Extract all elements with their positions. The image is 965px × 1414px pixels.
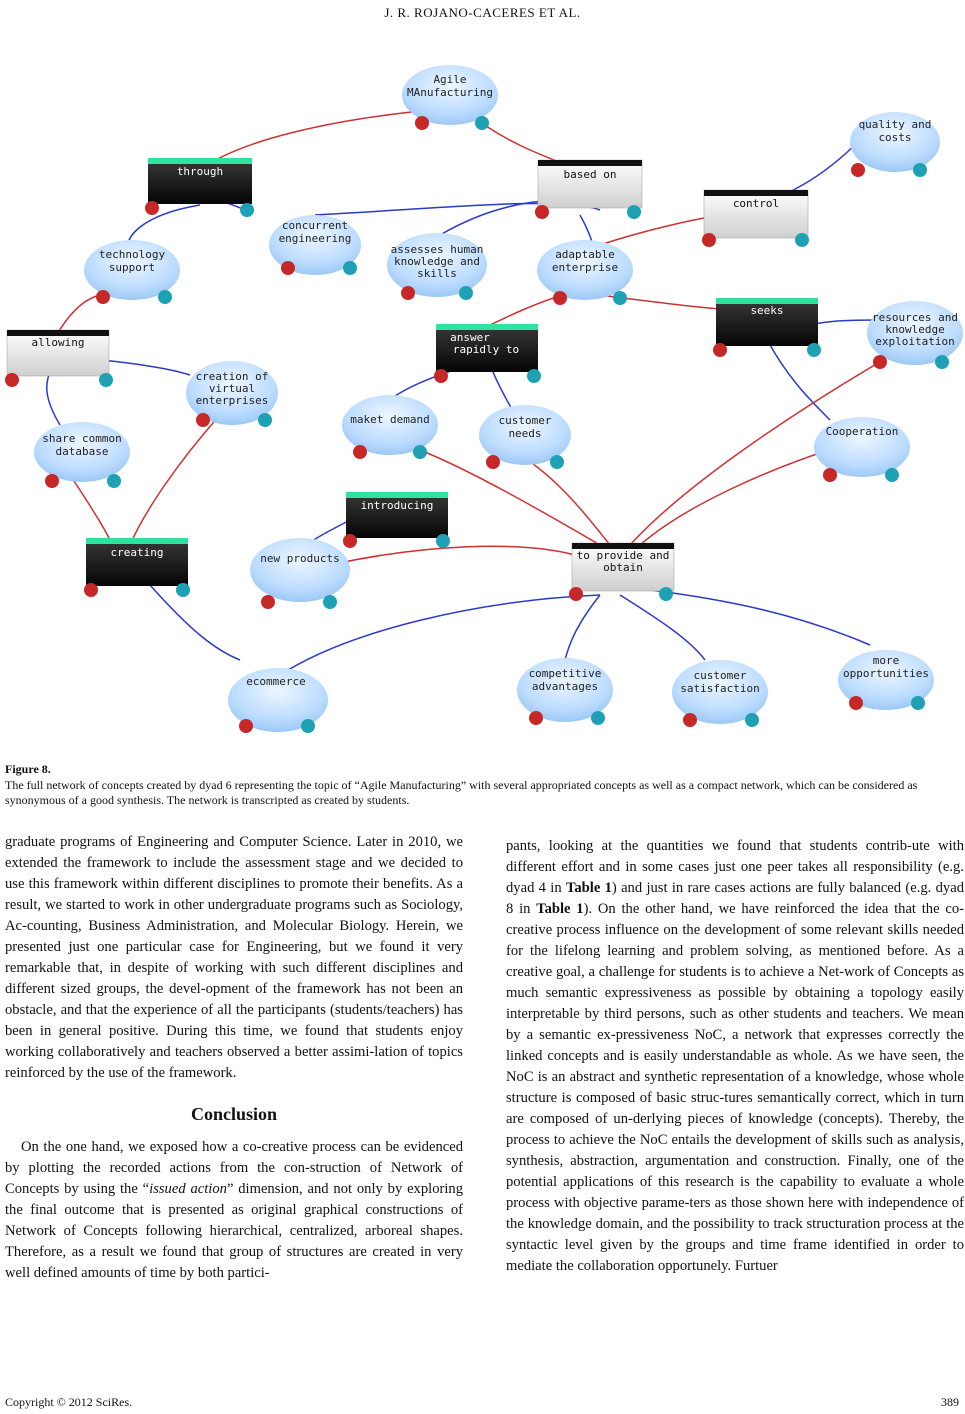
paragraph: graduate programs of Engineering and Com…: [5, 834, 463, 1081]
svg-text:rapidly to: rapidly to: [453, 343, 519, 356]
relation-control: control: [702, 189, 809, 247]
svg-text:ecommerce: ecommerce: [246, 675, 306, 688]
svg-text:creation of: creation of: [196, 370, 269, 383]
relation-introducing: introducing: [343, 492, 450, 548]
paragraph: On the one hand, we exposed how a co-cre…: [5, 1139, 463, 1281]
svg-text:opportunities: opportunities: [843, 667, 929, 680]
concept-new-products: new products: [250, 538, 350, 609]
concept-creation-of-virtual-enterprises: creation of virtual enterprises: [186, 361, 278, 427]
svg-text:seeks: seeks: [750, 304, 783, 317]
svg-text:control: control: [733, 197, 779, 210]
svg-text:concurrent: concurrent: [282, 219, 348, 232]
svg-text:knowledge and: knowledge and: [394, 255, 480, 268]
svg-text:MAnufacturing: MAnufacturing: [407, 86, 493, 99]
svg-text:costs: costs: [878, 131, 911, 144]
relation-allowing: allowing: [5, 329, 113, 387]
copyright-footer: Copyright © 2012 SciRes.: [5, 1395, 133, 1409]
svg-text:enterprises: enterprises: [196, 394, 269, 407]
concept-maket-demand: maket demand: [342, 395, 438, 459]
svg-text:resources and: resources and: [872, 311, 958, 324]
section-heading-conclusion: Conclusion: [190, 1104, 278, 1124]
figure-caption: The full network of concepts created by …: [5, 778, 918, 807]
svg-text:more: more: [873, 654, 900, 667]
relation-through: through: [145, 158, 254, 217]
svg-text:creating: creating: [111, 546, 164, 559]
svg-text:technology: technology: [99, 248, 166, 261]
concept-quality-and-costs: quality and costs: [850, 112, 940, 177]
svg-text:engineering: engineering: [279, 232, 352, 245]
svg-text:enterprise: enterprise: [552, 261, 618, 274]
concept-competitive-advantages: competitive advantages: [517, 658, 613, 725]
concept-resources-and-knowledge-exploitation: resources and knowledge exploitation: [867, 301, 963, 369]
concept-adaptable-enterprise: adaptable enterprise: [537, 240, 633, 305]
svg-text:Agile: Agile: [433, 73, 466, 86]
table-reference[interactable]: Table 1: [536, 901, 584, 917]
svg-text:customer: customer: [499, 414, 552, 427]
svg-text:satisfaction: satisfaction: [680, 682, 759, 695]
svg-text:needs: needs: [508, 427, 541, 440]
svg-text:exploitation: exploitation: [875, 335, 954, 348]
concept-cooperation: Cooperation: [814, 417, 910, 482]
concept-customer-needs: customer needs: [479, 405, 571, 469]
concept-assesses-human-knowledge-and-skills: assesses human knowledge and skills: [387, 233, 487, 300]
concept-share-common-database: share common database: [34, 422, 130, 488]
figure-label: Figure 8.: [5, 762, 51, 776]
svg-text:based on: based on: [564, 168, 617, 181]
page-number: 389: [941, 1395, 959, 1409]
svg-text:competitive: competitive: [529, 667, 602, 680]
concept-customer-satisfaction: customer satisfaction: [672, 660, 768, 727]
svg-text:skills: skills: [417, 267, 457, 280]
svg-text:allowing: allowing: [32, 336, 85, 349]
svg-text:answer: answer: [450, 331, 490, 344]
relation-creating: creating: [84, 538, 190, 597]
concept-network-figure: Agile MAnufacturing quality and costs co…: [5, 65, 963, 733]
concept-concurrent-engineering: concurrent engineering: [269, 215, 361, 275]
relation-seeks: seeks: [713, 298, 821, 357]
concept-ecommerce: ecommerce: [228, 668, 328, 733]
svg-text:obtain: obtain: [603, 561, 643, 574]
relation-based-on: based on: [535, 159, 643, 219]
svg-text:to provide and: to provide and: [577, 549, 670, 562]
concept-more-opportunities: more opportunities: [838, 650, 934, 710]
svg-text:maket demand: maket demand: [350, 413, 429, 426]
svg-text:share common: share common: [42, 432, 121, 445]
svg-text:advantages: advantages: [532, 680, 598, 693]
svg-text:knowledge: knowledge: [885, 323, 945, 336]
svg-text:Cooperation: Cooperation: [826, 425, 899, 438]
running-header: J. R. ROJANO-CACERES ET AL.: [384, 5, 581, 20]
svg-text:customer: customer: [694, 669, 747, 682]
table-reference[interactable]: Table 1: [565, 880, 612, 896]
right-column: pants, looking at the quantities we foun…: [506, 836, 964, 1277]
concept-technology-support: technology support: [84, 240, 180, 304]
svg-text:quality and: quality and: [859, 118, 932, 131]
concept-agile-manufacturing: Agile MAnufacturing: [402, 65, 498, 130]
paragraph: pants, looking at the quantities we foun…: [506, 838, 964, 1274]
relation-answer-rapidly-to: answer rapidly to: [434, 324, 541, 383]
svg-text:adaptable: adaptable: [555, 248, 615, 261]
svg-text:database: database: [56, 445, 109, 458]
svg-text:new products: new products: [260, 552, 339, 565]
svg-text:introducing: introducing: [361, 499, 434, 512]
svg-text:support: support: [109, 261, 155, 274]
svg-text:through: through: [177, 165, 223, 178]
svg-text:virtual: virtual: [209, 382, 255, 395]
left-column: graduate programs of Engineering and Com…: [5, 832, 463, 1284]
relation-to-provide-and-obtain: to provide and obtain: [569, 542, 675, 601]
svg-text:assesses human: assesses human: [391, 243, 484, 256]
